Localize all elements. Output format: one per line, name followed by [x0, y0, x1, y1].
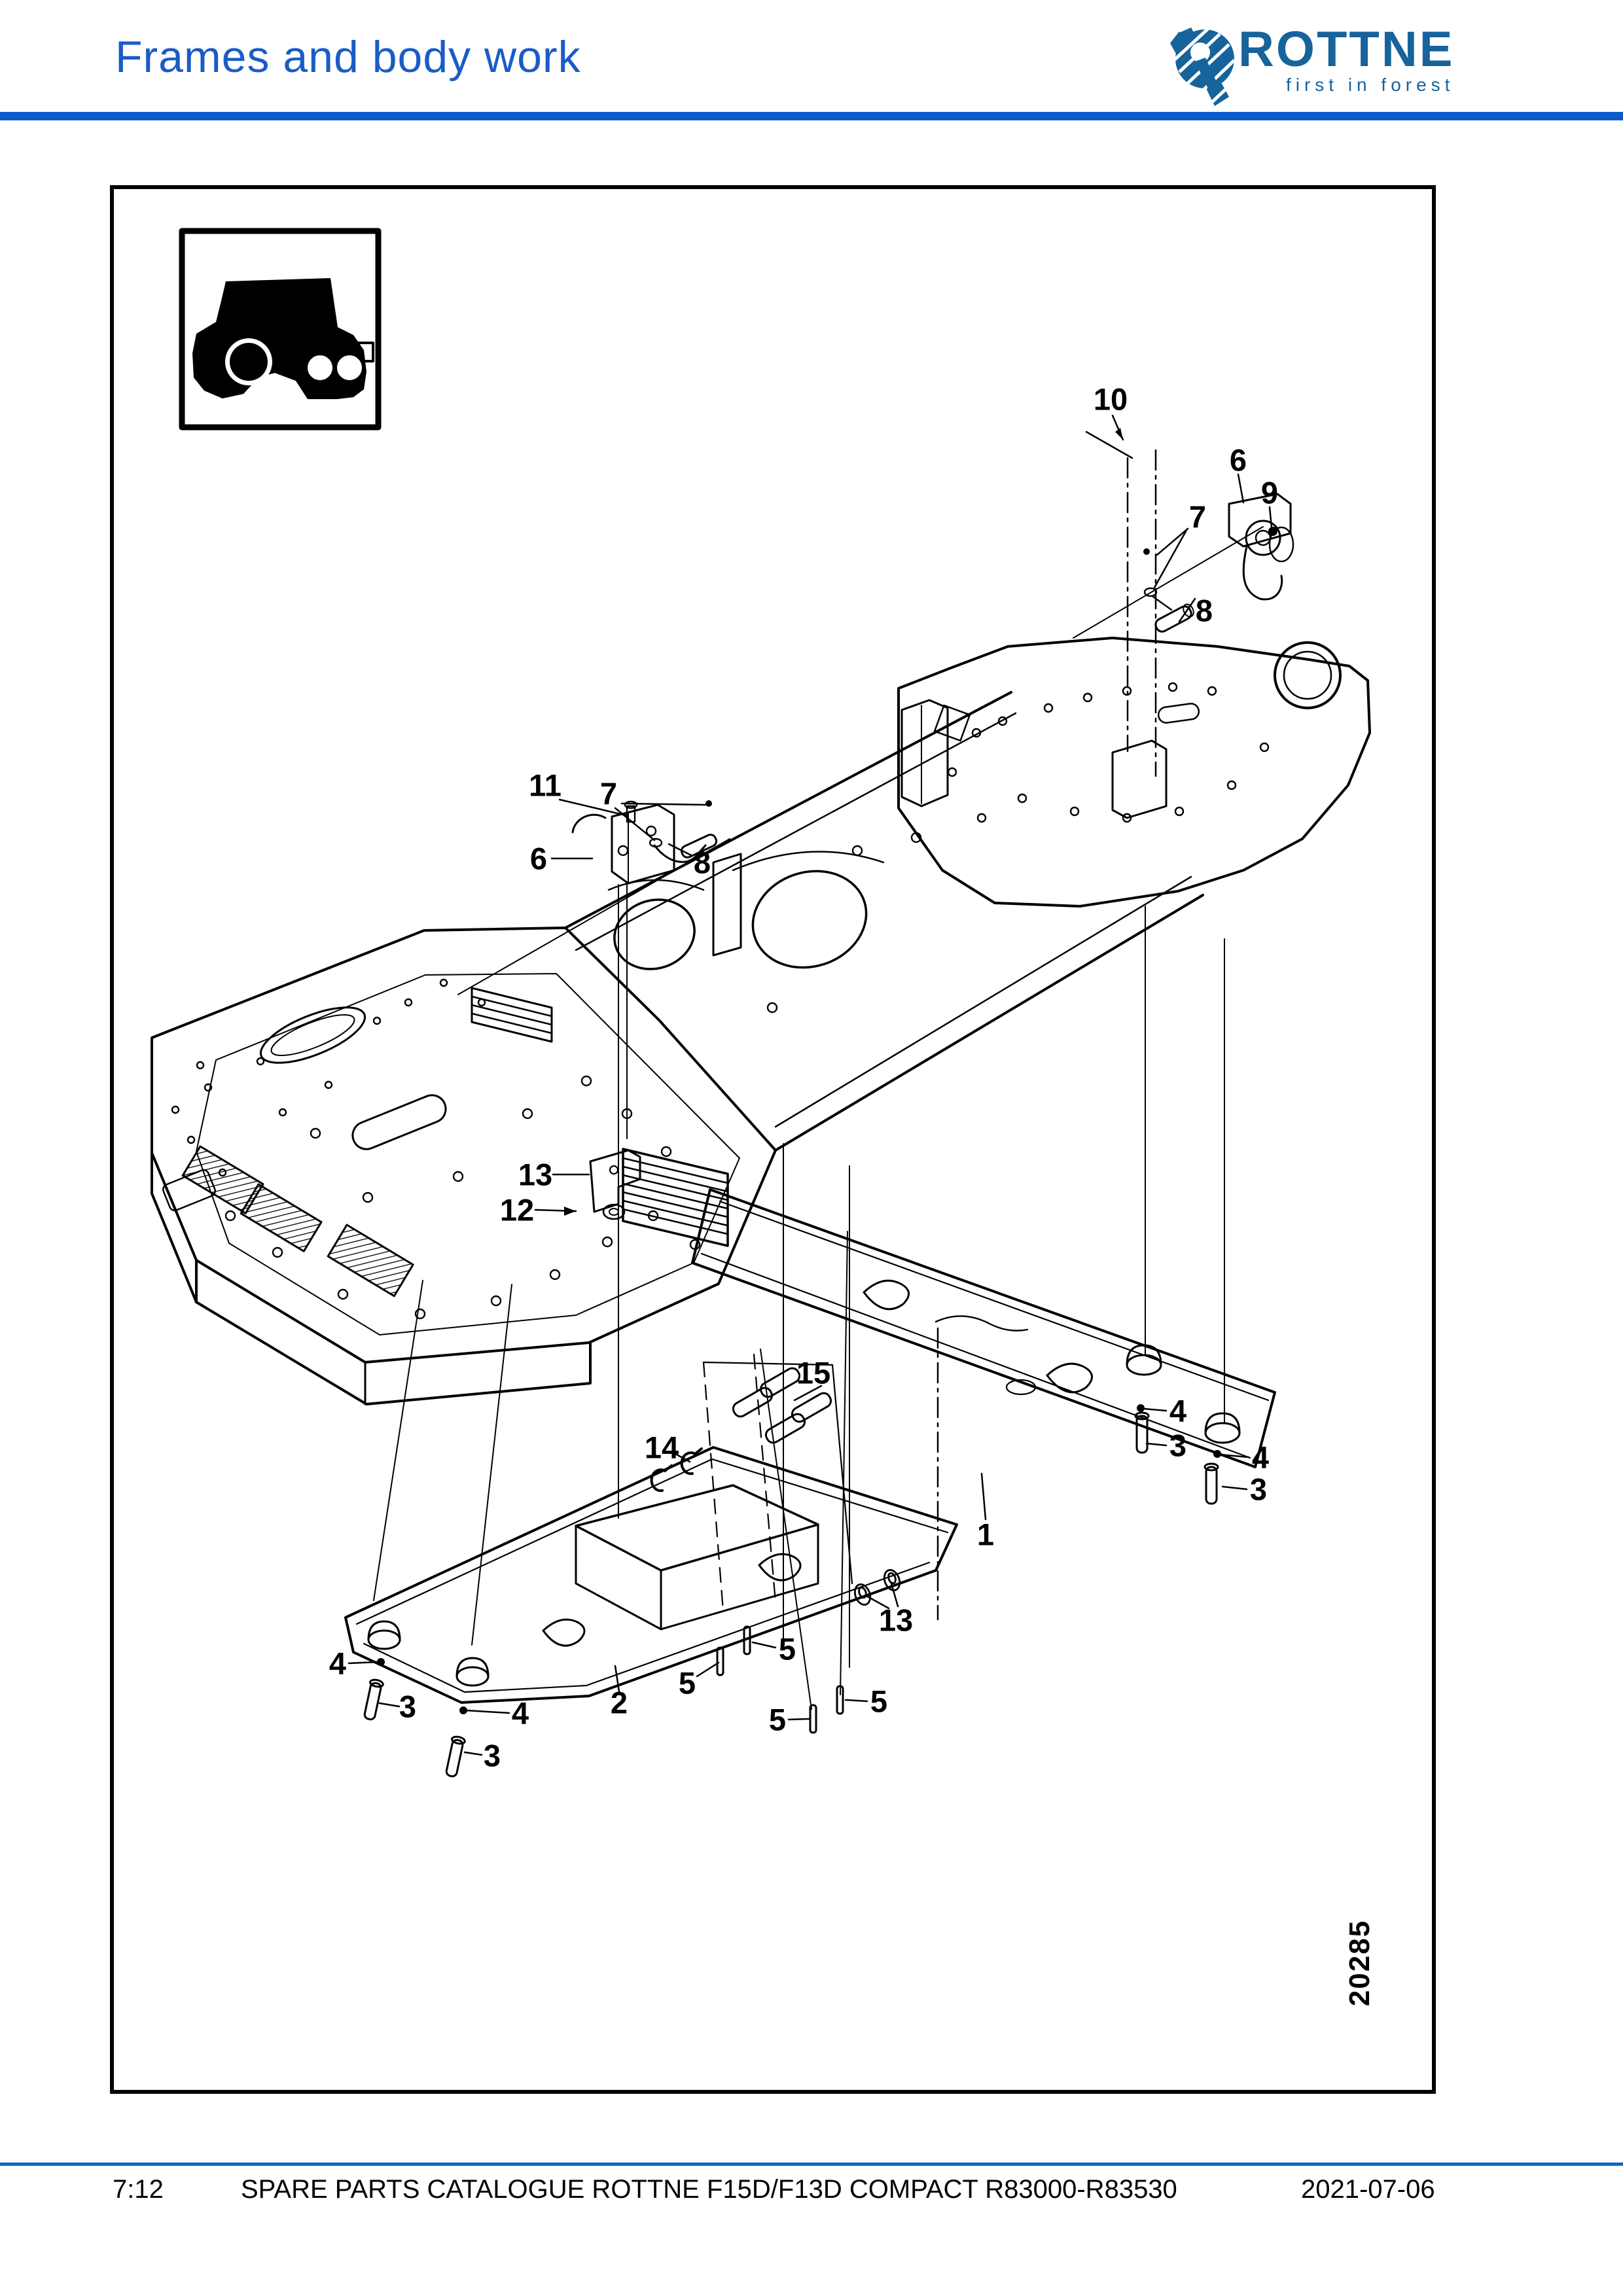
frame-mid-rails [564, 691, 1204, 1152]
callout-8b: 8 [693, 845, 711, 880]
leader-lines [348, 414, 1273, 1756]
callout-15: 15 [796, 1355, 831, 1390]
frame-deck [151, 927, 777, 1405]
latch-assembly-front [457, 800, 730, 1519]
callout-13: 13 [518, 1157, 553, 1192]
callout-4b: 4 [1251, 1439, 1270, 1475]
callout-7: 7 [1188, 499, 1207, 535]
callout-11: 11 [529, 768, 562, 803]
frame-deck-holes [171, 978, 701, 1320]
projection-lines [936, 449, 1157, 1621]
page-title: Frames and body work [115, 32, 581, 82]
footer-catalogue-title: SPARE PARTS CATALOGUE ROTTNE F15D/F13D C… [241, 2175, 1177, 2204]
callout-3b: 3 [1249, 1472, 1268, 1507]
pin-set-15 [702, 1353, 853, 1612]
deck-grille-vents [181, 1145, 414, 1298]
callout-2: 2 [610, 1685, 628, 1720]
callout-4c: 4 [329, 1646, 347, 1681]
header-divider-bar [0, 112, 1623, 120]
pin-set-5 [716, 1625, 844, 1734]
callout-6b: 6 [529, 841, 548, 876]
belly-plate-1 [691, 1188, 1276, 1468]
rottne-emblem-icon [1169, 26, 1236, 112]
callout-5b: 5 [778, 1631, 796, 1667]
logo-brand-text: ROTTNE [1238, 22, 1455, 77]
frame-rear-plate [712, 637, 1371, 957]
footer-page-ref: 7:12 [113, 2175, 164, 2204]
grommet-set-13 [853, 1569, 901, 1606]
callout-6: 6 [1229, 442, 1247, 478]
callout-5c: 5 [768, 1702, 787, 1737]
callout-8: 8 [1195, 593, 1213, 628]
bracket-13-and-grommet-12 [589, 1149, 641, 1220]
latch-assembly-rear [1073, 493, 1294, 639]
bolt-set-3 [363, 1404, 1221, 1778]
footer-date: 2021-07-06 [1301, 2175, 1435, 2204]
callout-12: 12 [499, 1192, 535, 1227]
callout-9: 9 [1260, 475, 1279, 510]
callout-3a: 3 [1169, 1428, 1187, 1463]
callout-5d: 5 [870, 1684, 888, 1719]
logo-tagline-text: first in forest [1285, 75, 1455, 96]
callout-7b: 7 [599, 776, 618, 811]
figure-number: 20285 [1344, 1919, 1376, 2007]
figure-frame [110, 185, 1436, 2094]
callout-5a: 5 [678, 1665, 696, 1701]
callout-4d: 4 [511, 1695, 529, 1731]
assembly-connector-lines [373, 906, 1225, 1710]
rottne-logo: ROTTNE first in forest [1169, 22, 1535, 112]
belly-plate-2 [344, 1446, 958, 1704]
clip-set-14 [650, 1447, 703, 1492]
callout-4a: 4 [1169, 1393, 1187, 1428]
callout-14: 14 [644, 1430, 679, 1465]
callout-10: 10 [1093, 381, 1128, 417]
callout-3d: 3 [483, 1738, 501, 1773]
deck-tread-plate [471, 987, 729, 1247]
inset-vehicle-icon [179, 228, 382, 431]
footer-divider-line [0, 2163, 1623, 2166]
callout-13b: 13 [878, 1602, 914, 1638]
callout-3c: 3 [399, 1689, 417, 1724]
callout-1: 1 [976, 1517, 995, 1552]
